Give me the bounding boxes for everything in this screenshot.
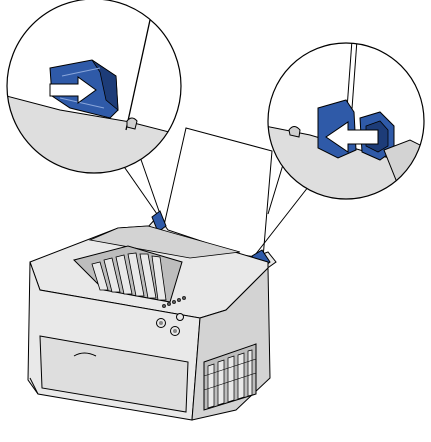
- right-detail-callout: [255, 40, 431, 255]
- left-callout-leader-b: [138, 151, 160, 214]
- left-detail-callout: [0, 0, 200, 214]
- printer-button-small: [177, 314, 184, 321]
- left-callout-notch: [127, 118, 137, 129]
- right-callout-notch: [289, 127, 300, 138]
